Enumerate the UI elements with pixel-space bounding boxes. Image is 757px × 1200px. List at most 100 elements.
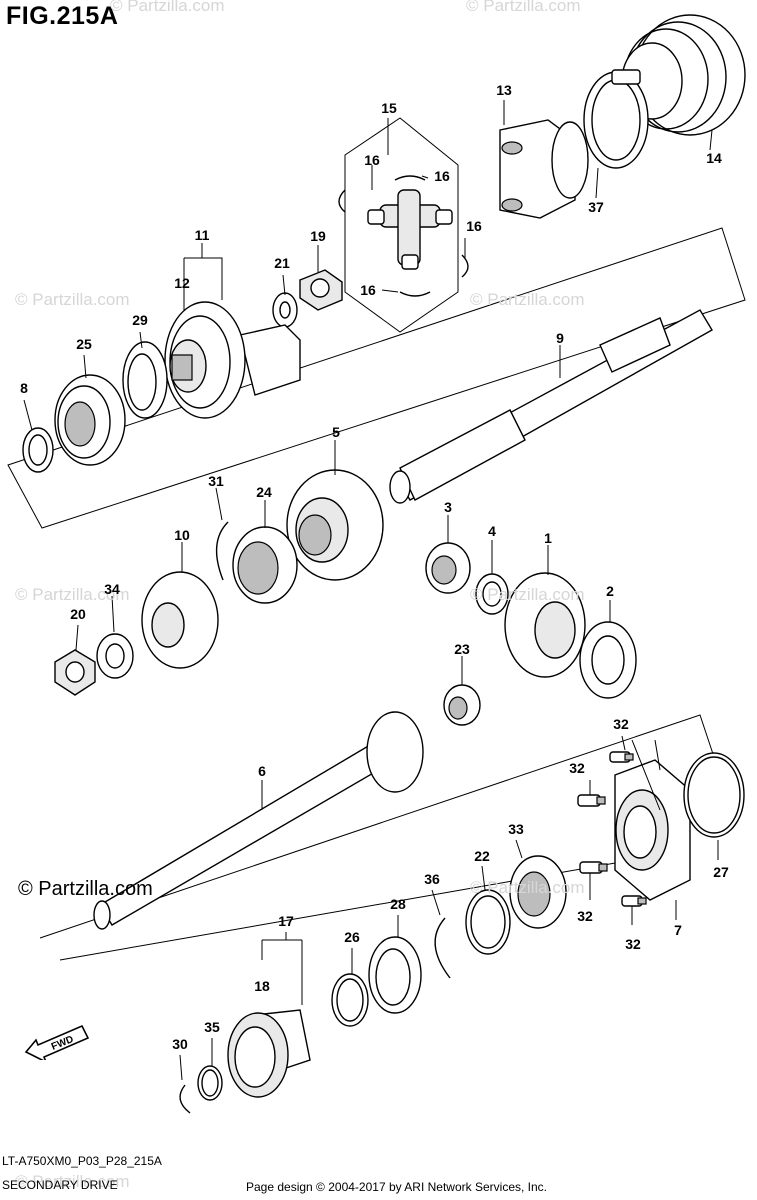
housing-7-part [614,759,691,901]
faint-watermark: © Partzilla.com [110,0,225,15]
callout-13: 13 [496,82,512,98]
callout-19: 19 [310,228,326,244]
oring-27-part [683,752,745,838]
callout-32-top: 32 [613,716,629,732]
circlip-22-part [465,889,511,955]
bolt-32d-part [621,895,647,907]
callout-10: 10 [174,527,190,543]
flange-yoke-part [164,301,301,419]
callout-18: 18 [254,978,270,994]
cover-17-part [227,1009,311,1098]
bolt-32b-part [577,794,606,807]
callout-25: 25 [76,336,92,352]
callout-28: 28 [390,896,406,912]
seal-29-part [122,341,168,419]
callout-34: 34 [104,581,120,597]
callout-6: 6 [258,763,266,779]
callout-22: 22 [474,848,490,864]
spider-part [367,189,453,270]
callout-17: 17 [278,913,294,929]
callout-4: 4 [488,523,496,539]
shaft-6-part [93,711,424,930]
callout-3: 3 [444,499,452,515]
callout-37: 37 [588,199,604,215]
seal-28-part [368,936,422,1014]
callout-32-bottom: 32 [625,936,641,952]
model-code: LT-A750XM0_P03_P28_215A [2,1154,162,1168]
gear-10-part [141,571,219,669]
circlip-16c [461,254,469,278]
bolt-32c-part [579,861,608,874]
callout-32-lower: 32 [577,908,593,924]
leader-lines [23,100,719,1081]
bearing-23-part [443,684,481,726]
callout-20: 20 [70,606,86,622]
callout-35: 35 [204,1019,220,1035]
nut-19-part [299,269,343,311]
faint-watermark: © Partzilla.com [15,290,130,309]
fwd-arrow-icon: FWD [24,1024,90,1060]
callout-15: 15 [381,100,397,116]
circlip-16b [394,175,426,181]
callout-32-left: 32 [569,760,585,776]
washer-21-part [272,292,298,328]
callout-16-top-right: 16 [434,168,450,184]
circlip-30-part [179,1084,191,1114]
callout-9: 9 [556,330,564,346]
callout-16-bottom: 16 [360,282,376,298]
faint-watermark: © Partzilla.com [15,585,130,604]
faint-watermark: © Partzilla.com [470,290,585,309]
callout-21: 21 [274,255,290,271]
callout-31: 31 [208,473,224,489]
circlip-36-part [434,917,451,979]
callout-8: 8 [20,380,28,396]
figure-title: FIG.215A [6,2,119,30]
clamp-part [583,69,649,169]
circlip-8-part [22,427,54,473]
fwd-arrow-label: FWD [50,1034,75,1053]
callout-16-top-left: 16 [364,152,380,168]
circlip-16a [338,189,346,213]
callout-11: 11 [194,227,210,243]
ring-35-part [197,1065,223,1101]
bearing-25-part [54,374,126,466]
callout-36: 36 [424,871,440,887]
watermark-text: © Partzilla.com [18,878,153,900]
faint-watermark: © Partzilla.com [470,585,585,604]
faint-watermark: © Partzilla.com [470,878,585,897]
universal-joint-box [344,117,459,333]
shaft-9-part [389,309,713,504]
callout-1: 1 [544,530,552,546]
callout-24: 24 [256,484,272,500]
callout-26: 26 [344,929,360,945]
callout-12: 12 [174,275,190,291]
bearing-3-part [425,542,471,594]
callout-2: 2 [606,583,614,599]
faint-watermark: © Partzilla.com [466,0,581,15]
callout-16-right: 16 [466,218,482,234]
upper-group-outline [7,227,746,529]
callout-29: 29 [132,312,148,328]
page-credit: Page design © 2004-2017 by ARI Network S… [246,1180,548,1194]
ring-26-part [331,973,369,1027]
circlip-16d [399,291,431,297]
nut-20-part [54,649,96,696]
washer-34-part [96,633,134,679]
bearing-24-part [232,526,298,604]
circlip-31-part [215,521,229,581]
section-name: SECONDARY DRIVE [2,1178,118,1192]
callout-33: 33 [508,821,524,837]
bolt-32a-part [609,751,634,763]
yoke-part [499,119,589,219]
gear-5-part [286,469,384,581]
callout-27: 27 [713,864,729,880]
lower-group-outline [39,714,716,961]
gear-1-part [504,572,586,678]
faint-watermark: © Partzilla.com [15,1172,130,1191]
bearing-33-part [509,855,567,929]
callout-5: 5 [332,424,340,440]
callout-30: 30 [172,1036,188,1052]
shim-2-part [579,621,637,699]
callout-23: 23 [454,641,470,657]
